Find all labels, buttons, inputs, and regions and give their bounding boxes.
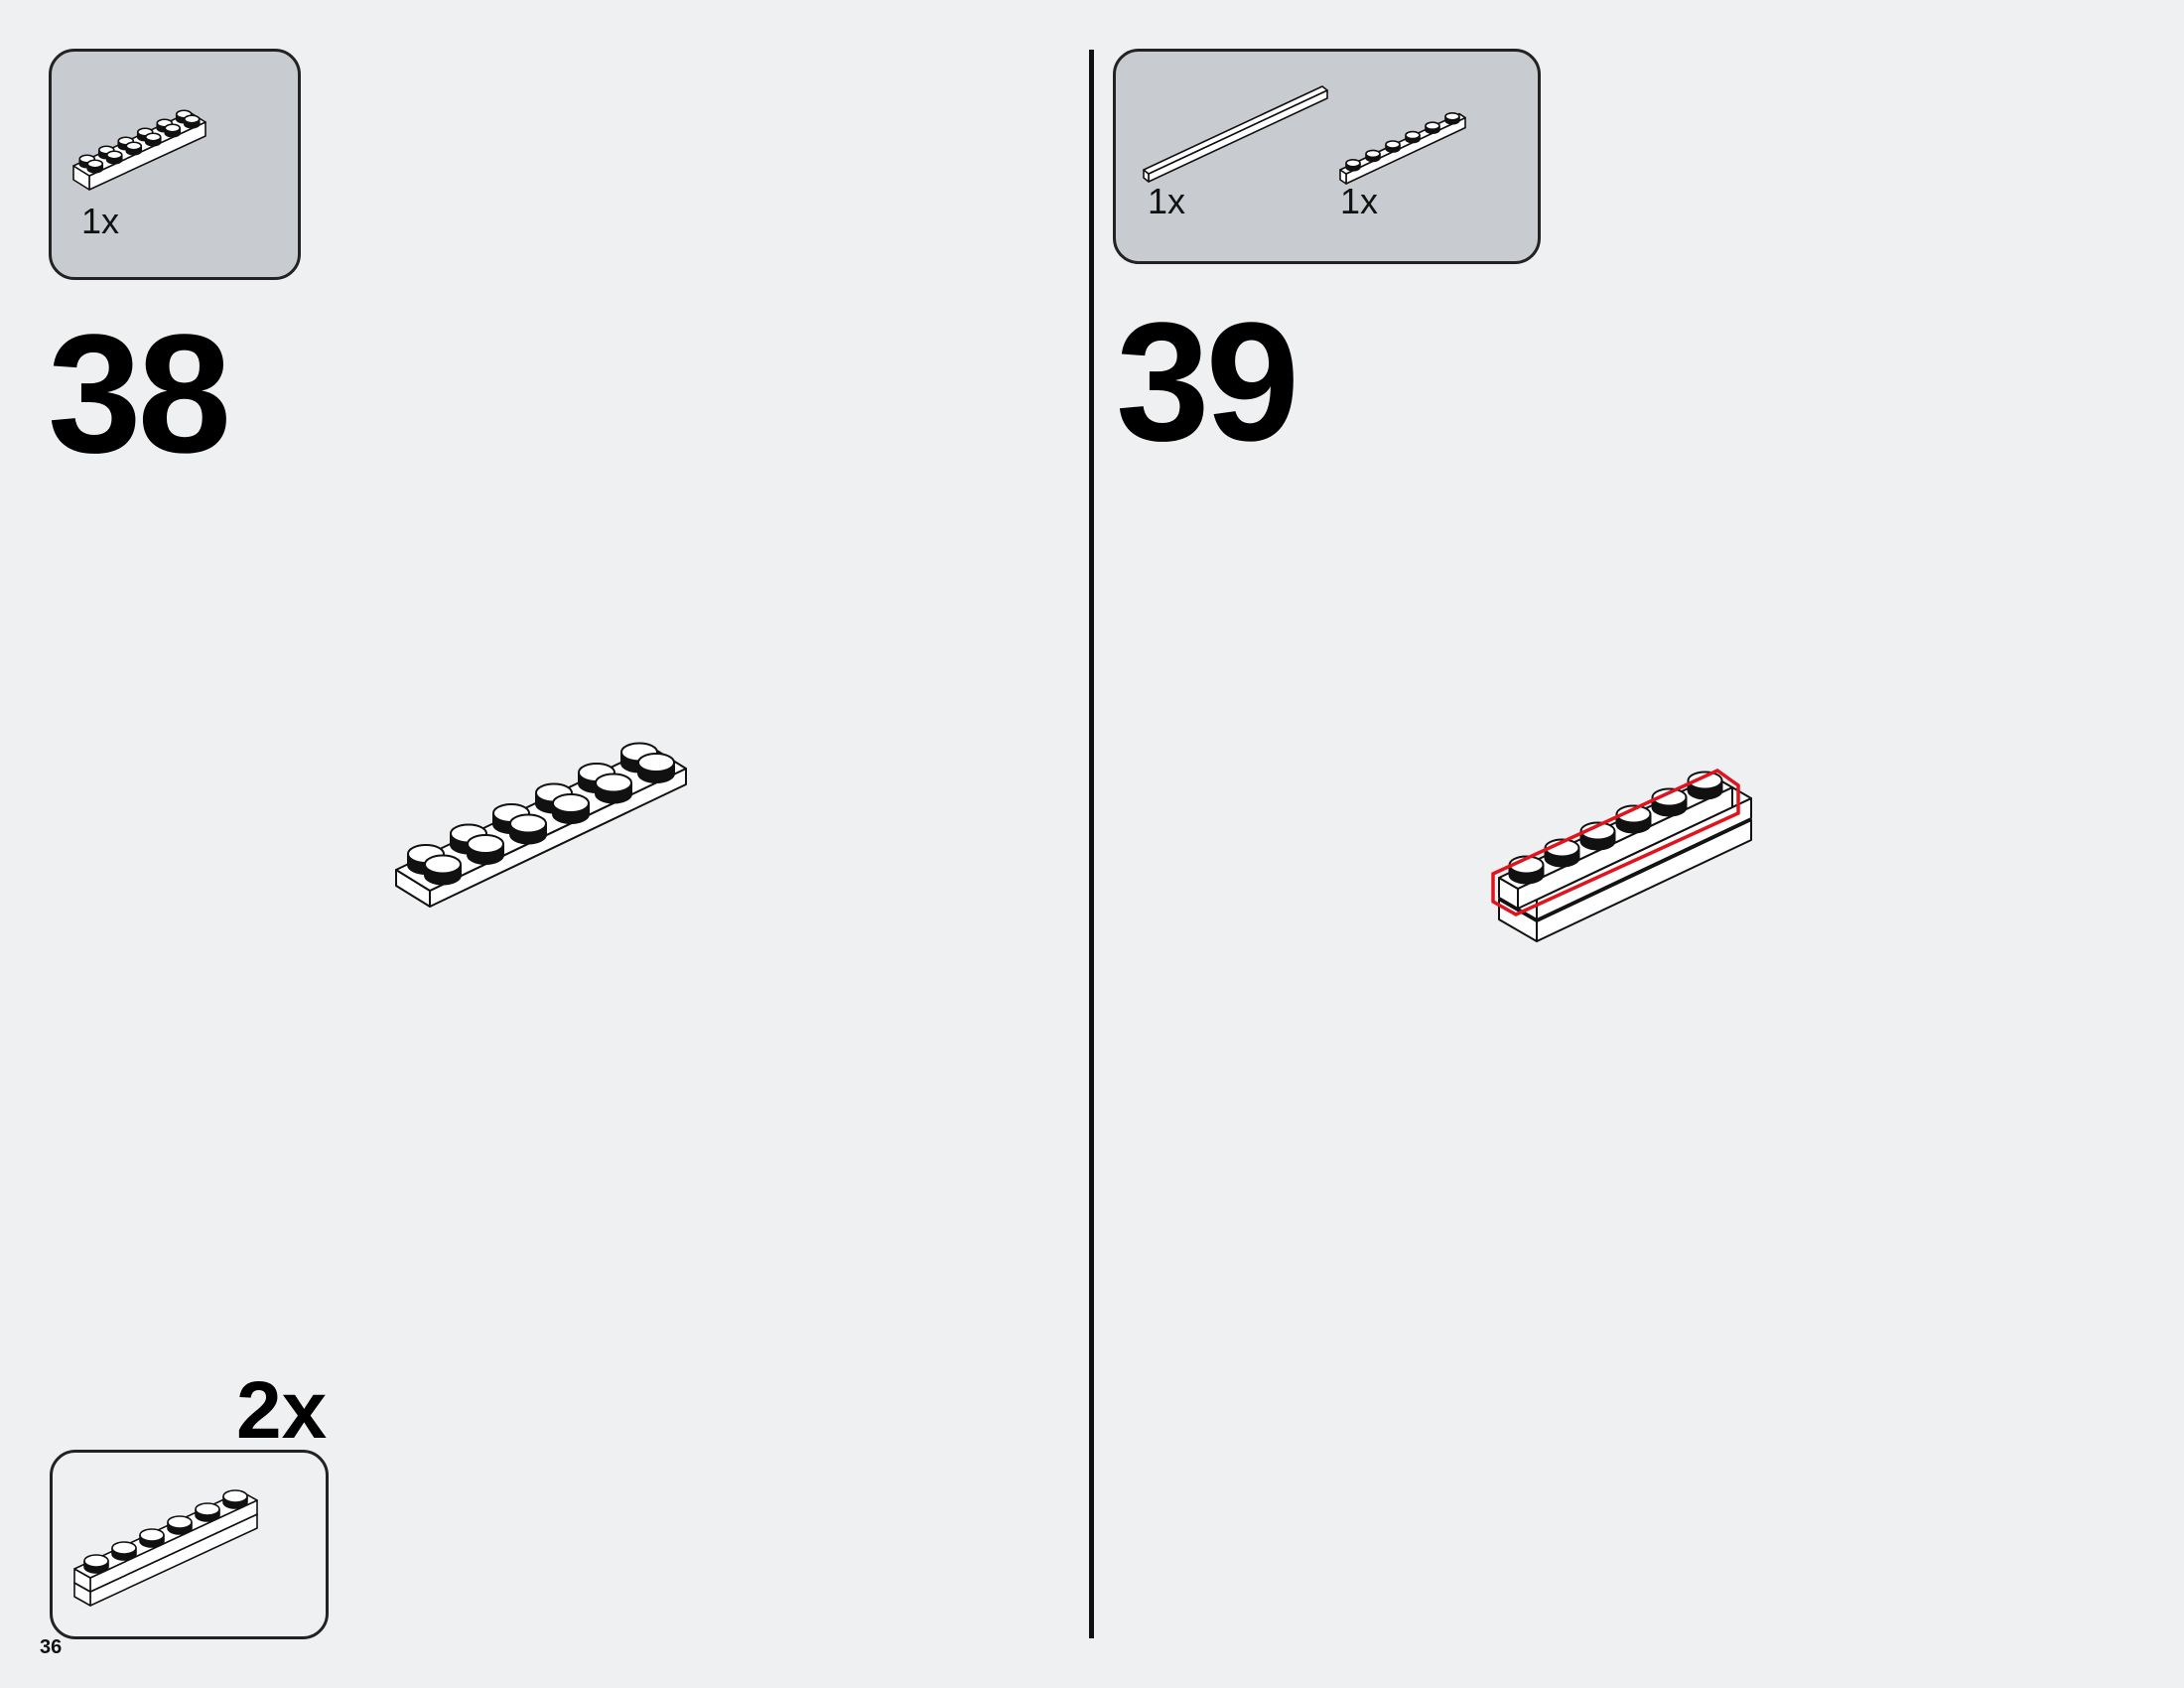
subassembly-illustration: [73, 1489, 258, 1607]
tile-1x6-icon: [1143, 85, 1328, 183]
step-39-parts-callout: 1x 1x: [1113, 49, 1541, 264]
new-part-highlight: [1491, 768, 1740, 916]
plate-2x6-icon: [72, 109, 206, 191]
subassembly-multiplier: 2x: [236, 1365, 328, 1456]
plate-1x6-icon: [1339, 112, 1466, 185]
page-number: 36: [40, 1636, 63, 1658]
step-38-parts-callout: 1x: [49, 49, 301, 280]
step-number-38: 38: [48, 300, 231, 489]
step-divider: [1089, 50, 1094, 1638]
step-number-39: 39: [1116, 288, 1299, 477]
subassembly-callout: [50, 1450, 329, 1639]
part-quantity: 1x: [1148, 181, 1186, 221]
part-quantity: 1x: [1340, 181, 1379, 221]
part-quantity: 1x: [81, 201, 120, 241]
